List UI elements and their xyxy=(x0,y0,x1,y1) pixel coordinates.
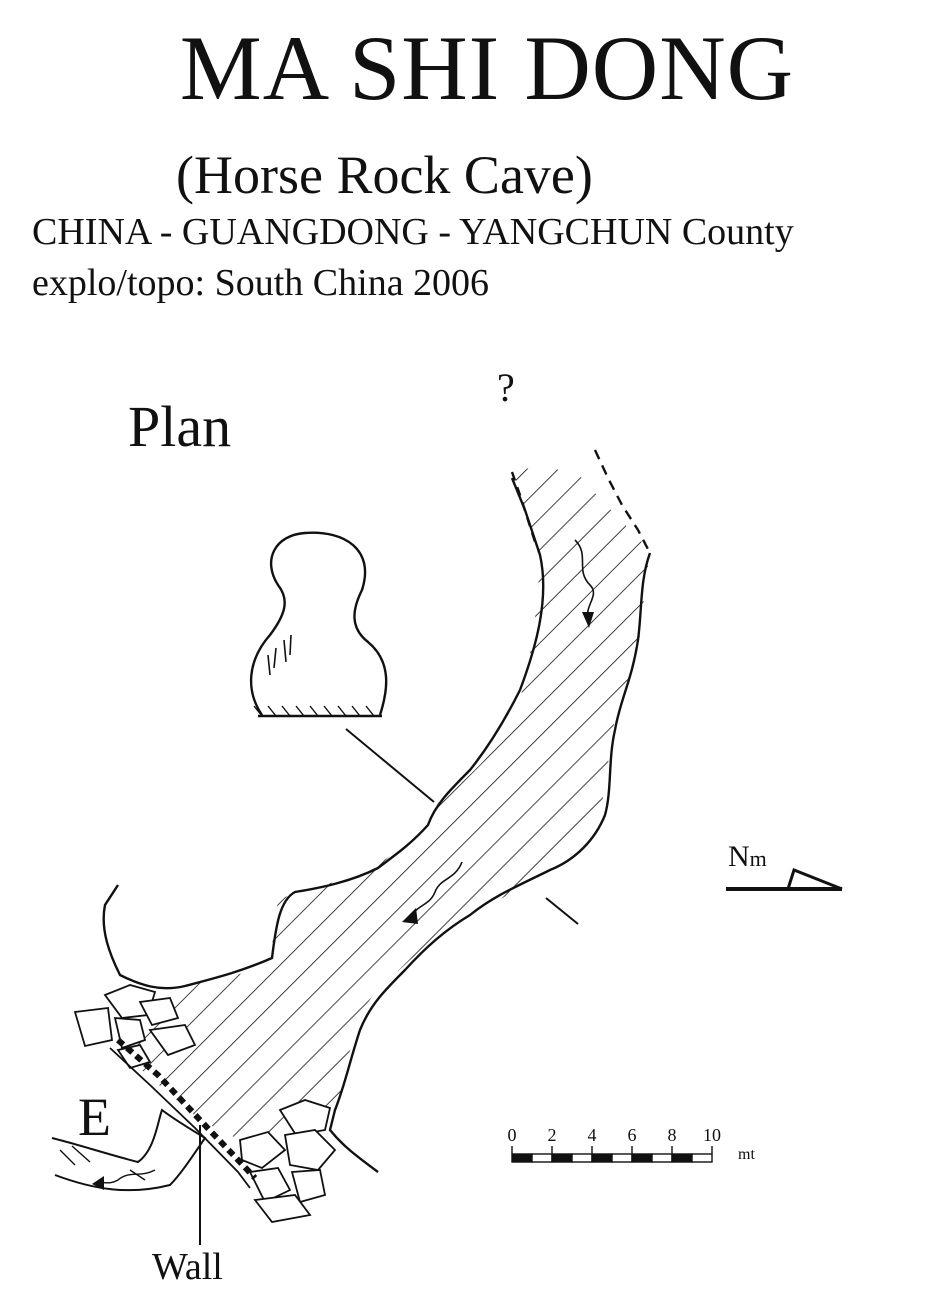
cross-section-stalactites xyxy=(267,634,292,676)
map-subtitle: (Horse Rock Cave) xyxy=(176,145,593,205)
section-line xyxy=(345,728,435,803)
credits-line: explo/topo: South China 2006 xyxy=(32,262,490,304)
scale-tick-label: 2 xyxy=(547,1125,557,1145)
scale-tick-label: 4 xyxy=(587,1125,597,1145)
passage-dashed-left xyxy=(510,471,538,546)
passage-floor xyxy=(115,468,650,1145)
passage-right-wall xyxy=(328,552,652,1173)
entrance-wall xyxy=(116,1037,258,1181)
entrance-label: E xyxy=(78,1087,111,1147)
scale-tick-label: 8 xyxy=(667,1125,677,1145)
passage-left-wall xyxy=(102,477,545,990)
section-line-end xyxy=(545,897,579,925)
north-subscript: m xyxy=(749,846,767,871)
north-label: Nm xyxy=(728,842,767,872)
water-flow-upper xyxy=(574,539,595,619)
location-line: CHINA - GUANGDONG - YANGCHUN County xyxy=(32,211,794,253)
entrance-stream-outline xyxy=(51,1108,207,1192)
wall-label: Wall xyxy=(152,1246,223,1288)
scale-tick-label: 0 xyxy=(507,1125,517,1145)
boulders-lower xyxy=(239,1099,337,1223)
scale-unit-label: mt xyxy=(738,1146,755,1163)
boulders-upper xyxy=(73,984,197,1070)
unknown-continuation-mark: ? xyxy=(497,365,515,410)
passage-dashed-right xyxy=(593,449,652,554)
cross-section-floor-hatch xyxy=(253,705,375,717)
scale-bar xyxy=(511,1146,713,1163)
plan-view-label: Plan xyxy=(128,394,232,459)
water-flow-middle xyxy=(411,861,463,916)
entrance-stream-flow xyxy=(95,1169,156,1185)
scale-tick-label: 6 xyxy=(627,1125,637,1145)
north-arrow-icon xyxy=(726,868,843,891)
map-title: MA SHI DONG xyxy=(179,17,795,119)
north-letter: N xyxy=(728,840,750,873)
scale-tick-label: 10 xyxy=(703,1125,721,1145)
cross-section-outline xyxy=(249,531,388,716)
